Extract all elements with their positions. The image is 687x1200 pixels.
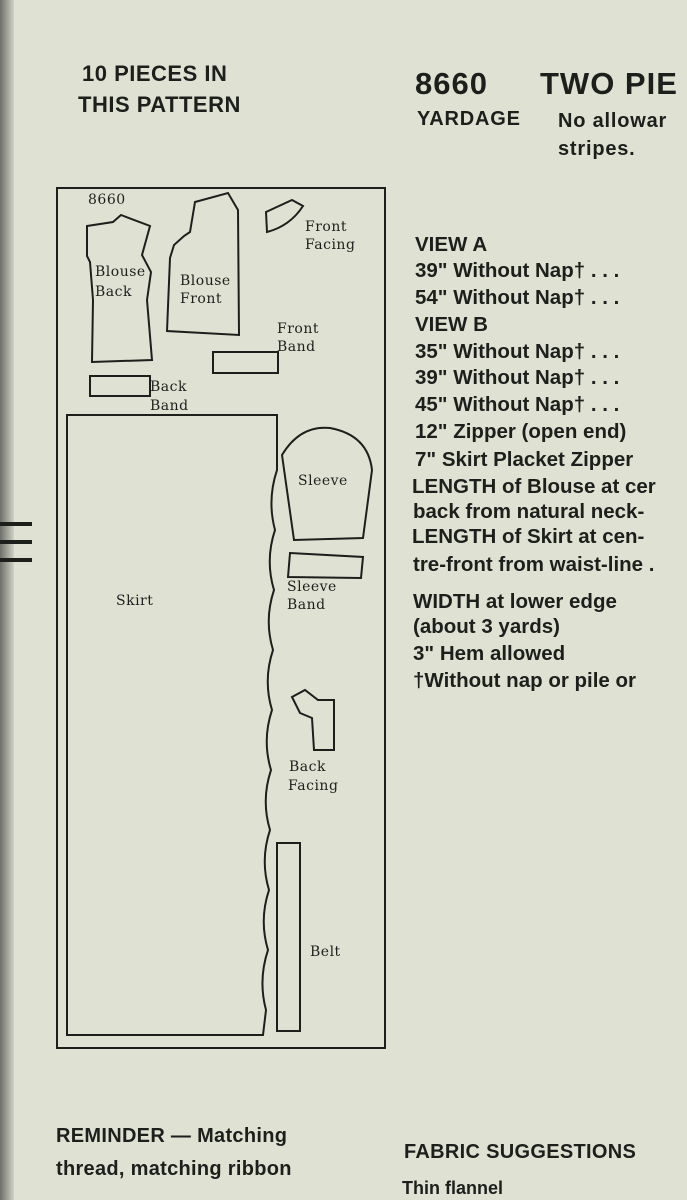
edge-mark	[0, 558, 32, 562]
fabric-suggestion-item: Thin flannel	[402, 1178, 503, 1198]
list-item: 54" Without Nap† . . .	[415, 286, 620, 309]
back-band-piece	[89, 375, 151, 397]
piece-label: Band	[277, 339, 316, 355]
belt-piece	[276, 842, 301, 1032]
list-item: 7" Skirt Placket Zipper	[415, 448, 634, 471]
edge-mark	[0, 522, 32, 526]
sleeve-piece	[280, 426, 374, 542]
list-item: 35" Without Nap† . . .	[415, 340, 620, 363]
list-item: 3" Hem allowed	[413, 642, 566, 665]
envelope-binding-edge	[0, 0, 14, 1200]
list-item: LENGTH of Skirt at cen-	[412, 525, 645, 548]
fabric-suggestions-heading: FABRIC SUGGESTIONS	[404, 1141, 637, 1163]
piece-label: Band	[150, 398, 189, 414]
piece-label: Back	[95, 284, 132, 300]
layout-border	[56, 187, 386, 1049]
blouse-back-piece	[86, 213, 154, 364]
pieces-count-line1: 10 PIECES IN	[82, 61, 228, 86]
reminder-line2: thread, matching ribbon	[56, 1158, 292, 1180]
yardage-note-line2: stripes.	[558, 138, 636, 160]
front-facing-piece	[264, 198, 305, 234]
yardage-note-line1: No allowar	[558, 110, 668, 132]
piece-label: Sleeve	[287, 579, 337, 595]
list-item: VIEW A	[415, 233, 488, 256]
sleeve-band-piece	[286, 551, 365, 580]
pattern-number: 8660	[415, 66, 488, 101]
edge-mark	[0, 540, 32, 544]
list-item: †Without nap or pile or	[413, 669, 637, 692]
piece-label: Back	[150, 379, 187, 395]
list-item: 12" Zipper (open end)	[415, 420, 627, 443]
piece-label: Sleeve	[298, 473, 348, 489]
list-item: 39" Without Nap† . . .	[415, 366, 620, 389]
list-item: (about 3 yards)	[413, 615, 560, 638]
reminder-line1: REMINDER — Matching	[56, 1125, 288, 1147]
list-item: VIEW B	[415, 313, 488, 336]
pieces-count-line2: THIS PATTERN	[78, 92, 241, 117]
list-item: 39" Without Nap† . . .	[415, 259, 620, 282]
piece-label: Belt	[310, 944, 341, 960]
back-facing-piece	[290, 688, 335, 751]
piece-label: Facing	[305, 237, 355, 253]
piece-label: Facing	[288, 778, 338, 794]
piece-label: Front	[305, 219, 347, 235]
list-item: back from natural neck-	[413, 500, 645, 523]
piece-label: Front	[180, 291, 222, 307]
pattern-title: TWO PIE	[540, 66, 678, 101]
list-item: tre-front from waist-line .	[413, 553, 655, 576]
piece-label: Blouse	[180, 273, 231, 289]
list-item: WIDTH at lower edge	[413, 590, 617, 613]
layout-number: 8660	[88, 192, 126, 208]
piece-label: Blouse	[95, 264, 146, 280]
front-band-piece	[212, 351, 279, 374]
yardage-label: YARDAGE	[417, 108, 521, 130]
list-item: LENGTH of Blouse at cer	[412, 475, 656, 498]
skirt-piece	[66, 414, 278, 1036]
piece-label: Back	[289, 759, 326, 775]
blouse-front-piece	[165, 191, 241, 337]
piece-label: Band	[287, 597, 326, 613]
piece-label: Skirt	[116, 593, 153, 609]
list-item: 45" Without Nap† . . .	[415, 393, 620, 416]
piece-label: Front	[277, 321, 319, 337]
